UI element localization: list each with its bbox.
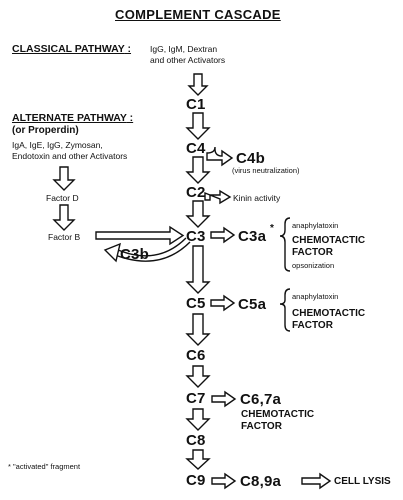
alternate-activators-line1: IgA, IgE, IgG, Zymosan, <box>12 140 103 150</box>
c5a-anaphylatoxin: anaphylatoxin <box>292 292 339 301</box>
arrow-c89a-to-lysis <box>301 472 332 490</box>
arrow-c3-to-c3a <box>210 226 236 244</box>
component-c7: C7 <box>186 390 206 407</box>
fragment-c3a: C3a <box>238 228 267 245</box>
arrow-c1-to-c4 <box>185 112 211 140</box>
c5a-factor: FACTOR <box>292 320 333 331</box>
bracket-c5a <box>279 288 291 332</box>
classical-activators-line1: IgG, IgM, Dextran <box>150 44 218 54</box>
classical-pathway-heading: CLASSICAL PATHWAY : <box>12 43 132 55</box>
component-c1: C1 <box>186 96 206 113</box>
arrow-c2-to-kinin <box>204 189 232 205</box>
arrow-c7-to-c8 <box>185 408 211 431</box>
c3a-anaphylatoxin: anaphylatoxin <box>292 221 339 230</box>
c3a-factor: FACTOR <box>292 247 333 258</box>
arrow-c7-to-c67a <box>211 390 237 408</box>
arrow-c4-to-c4b <box>206 146 234 167</box>
arrow-c4-to-c2 <box>185 156 211 184</box>
component-c3: C3 <box>186 228 206 245</box>
alternate-activators-line2: Endotoxin and other Activators <box>12 151 128 161</box>
footnote-text: "activated" fragment <box>13 462 81 471</box>
factor-b-label: Factor B <box>48 232 81 242</box>
arrow-activators-to-c1 <box>187 73 209 96</box>
footnote: * "activated" fragment <box>8 463 80 471</box>
fragment-c89a: C8,9a <box>240 473 282 490</box>
cell-lysis-label: CELL LYSIS <box>334 476 391 487</box>
footnote-star: * <box>8 462 11 471</box>
fragment-c5a: C5a <box>238 296 267 313</box>
component-c6: C6 <box>186 347 206 364</box>
component-c4: C4 <box>186 140 206 157</box>
arrow-c6-to-c7 <box>185 365 211 388</box>
component-c5: C5 <box>186 295 206 312</box>
kinin-activity-label: Kinin activity <box>233 193 281 203</box>
c3a-activated-marker: * <box>270 223 274 234</box>
component-c2: C2 <box>186 184 206 201</box>
arrow-c3-to-c5 <box>185 245 211 294</box>
diagram-title: COMPLEMENT CASCADE <box>115 7 281 22</box>
factor-d-label: Factor D <box>46 193 79 203</box>
c5a-chemotactic: CHEMOTACTIC <box>292 308 366 319</box>
arrow-alt-activators-to-factor-d <box>52 166 76 191</box>
c67a-factor: FACTOR <box>241 421 282 432</box>
arrow-factor-b-to-c3 <box>95 225 185 246</box>
c67a-chemotactic: CHEMOTACTIC <box>241 409 315 420</box>
arrow-factor-d-to-factor-b <box>52 204 76 231</box>
arrow-c5-to-c6 <box>185 313 211 346</box>
c3a-chemotactic: CHEMOTACTIC <box>292 235 366 246</box>
fragment-c67a: C6,7a <box>240 391 282 408</box>
alternate-pathway-heading: ALTERNATE PATHWAY : <box>12 112 134 124</box>
component-c8: C8 <box>186 432 206 449</box>
arrow-c8-to-c9 <box>185 449 211 470</box>
fragment-c3b: C3b <box>120 246 149 263</box>
arrow-c5-to-c5a <box>210 294 236 312</box>
arrow-c3-to-c3b <box>103 237 191 263</box>
classical-activators-line2: and other Activators <box>150 55 226 65</box>
fragment-c4b: C4b <box>236 150 265 167</box>
c3a-opsonization: opsonization <box>292 261 335 270</box>
component-c9: C9 <box>186 472 206 489</box>
c4b-note: (virus neutralization) <box>232 166 300 175</box>
arrow-c9-to-c89a <box>211 472 237 490</box>
bracket-c3a <box>279 217 291 272</box>
arrow-c2-to-c3 <box>185 200 211 228</box>
alternate-pathway-subheading: (or Properdin) <box>12 125 79 136</box>
